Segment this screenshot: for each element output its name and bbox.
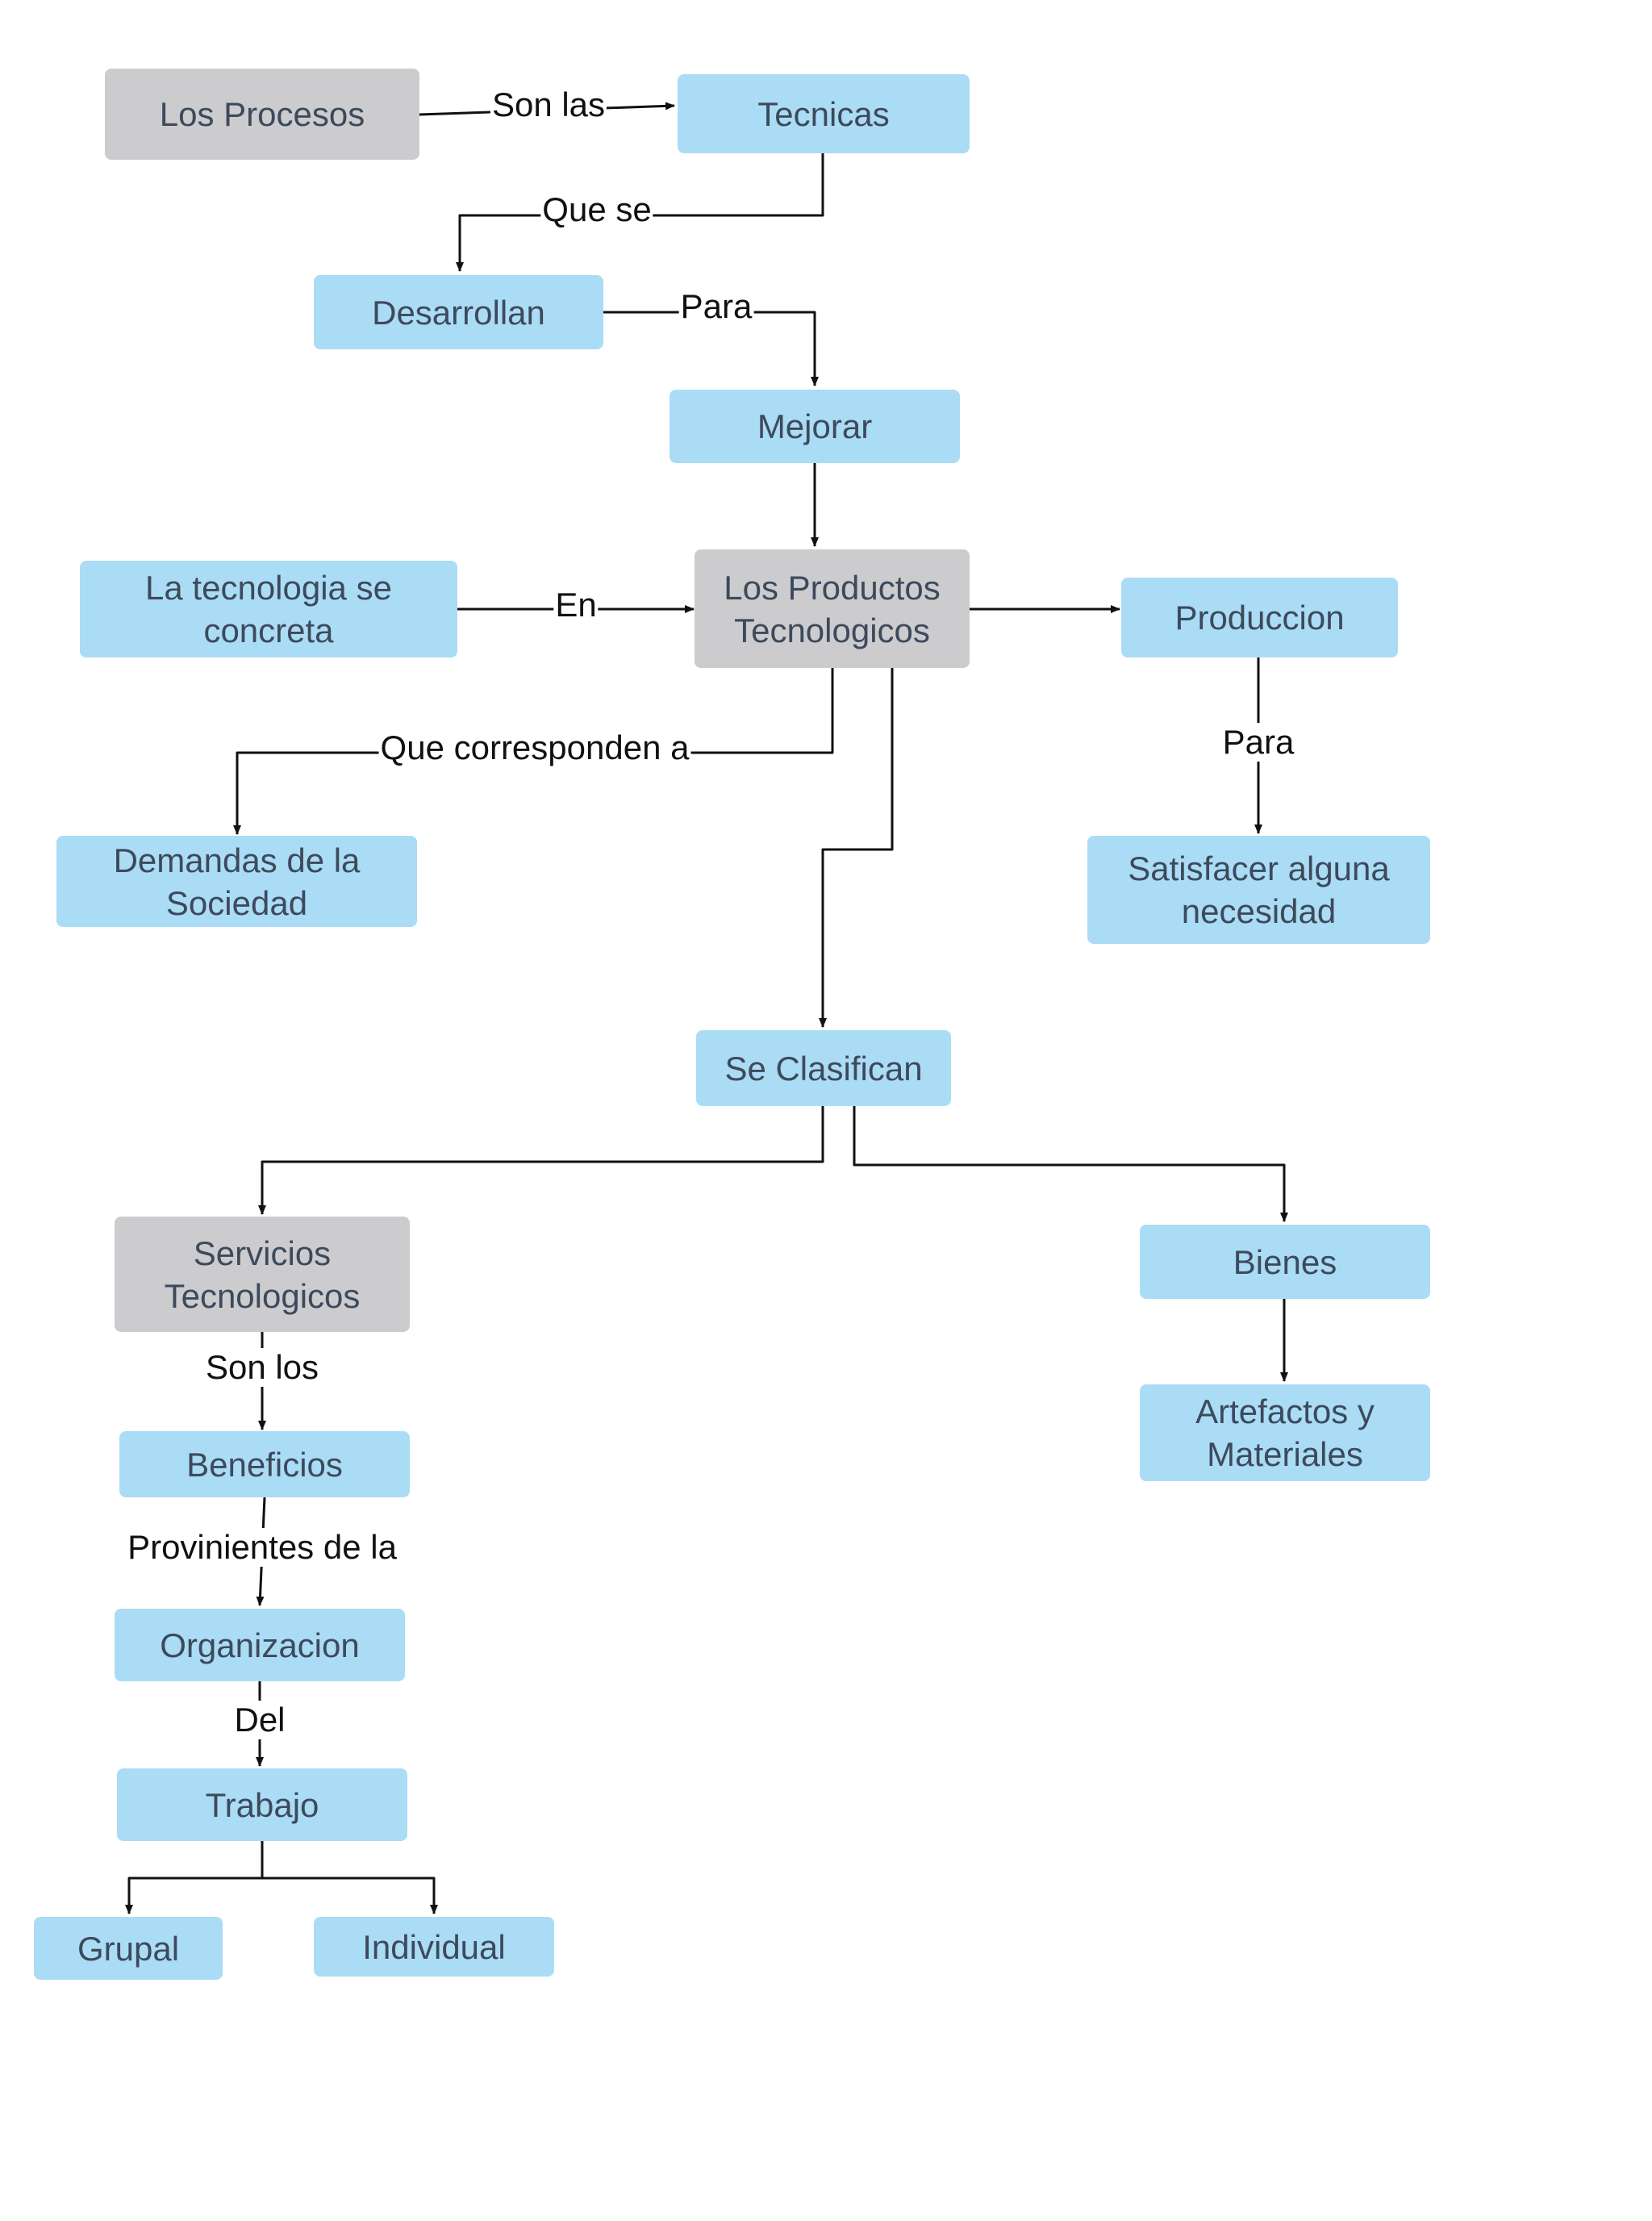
node-productos-tecnologicos[interactable]: Los Productos Tecnologicos [695, 549, 970, 668]
edge-clasifican-bienes [853, 1106, 1288, 1222]
edge-trabajo-grupal [125, 1841, 264, 1914]
label-en: En [553, 586, 599, 624]
label-son-los: Son los [203, 1348, 321, 1387]
edge-desarrollan-mejorar [603, 311, 819, 386]
node-satisfacer-necesidad[interactable]: Satisfacer alguna necesidad [1087, 836, 1430, 944]
node-servicios-tecnologicos[interactable]: Servicios Tecnologicos [115, 1217, 410, 1332]
node-demandas-sociedad[interactable]: Demandas de la Sociedad [56, 836, 417, 927]
edge-productos-clasifican [819, 668, 894, 1028]
node-produccion[interactable]: Produccion [1121, 578, 1398, 658]
node-se-clasifican[interactable]: Se Clasifican [696, 1030, 951, 1106]
node-trabajo[interactable]: Trabajo [117, 1768, 407, 1841]
node-bienes[interactable]: Bienes [1140, 1225, 1430, 1299]
label-del: Del [232, 1701, 287, 1739]
label-para-satisfacer: Para [1220, 723, 1296, 762]
node-desarrollan[interactable]: Desarrollan [314, 275, 603, 349]
edge-trabajo-individual [262, 1877, 438, 1914]
node-beneficios[interactable]: Beneficios [119, 1431, 410, 1497]
node-la-tecnologia[interactable]: La tecnologia se concreta [80, 561, 457, 658]
edge-clasifican-servicios [258, 1106, 824, 1215]
node-mejorar[interactable]: Mejorar [670, 390, 960, 463]
node-tecnicas[interactable]: Tecnicas [678, 74, 970, 153]
label-son-las: Son las [490, 86, 607, 124]
node-grupal[interactable]: Grupal [34, 1917, 223, 1980]
node-artefactos-materiales[interactable]: Artefactos y Materiales [1140, 1384, 1430, 1481]
label-para-mejorar: Para [678, 287, 754, 326]
label-provinientes: Provinientes de la [126, 1528, 398, 1567]
label-que-corresponden: Que corresponden a [378, 729, 691, 767]
label-que-se: Que se [540, 190, 653, 229]
node-individual[interactable]: Individual [314, 1917, 554, 1977]
node-organizacion[interactable]: Organizacion [115, 1609, 405, 1681]
node-los-procesos[interactable]: Los Procesos [105, 69, 419, 160]
